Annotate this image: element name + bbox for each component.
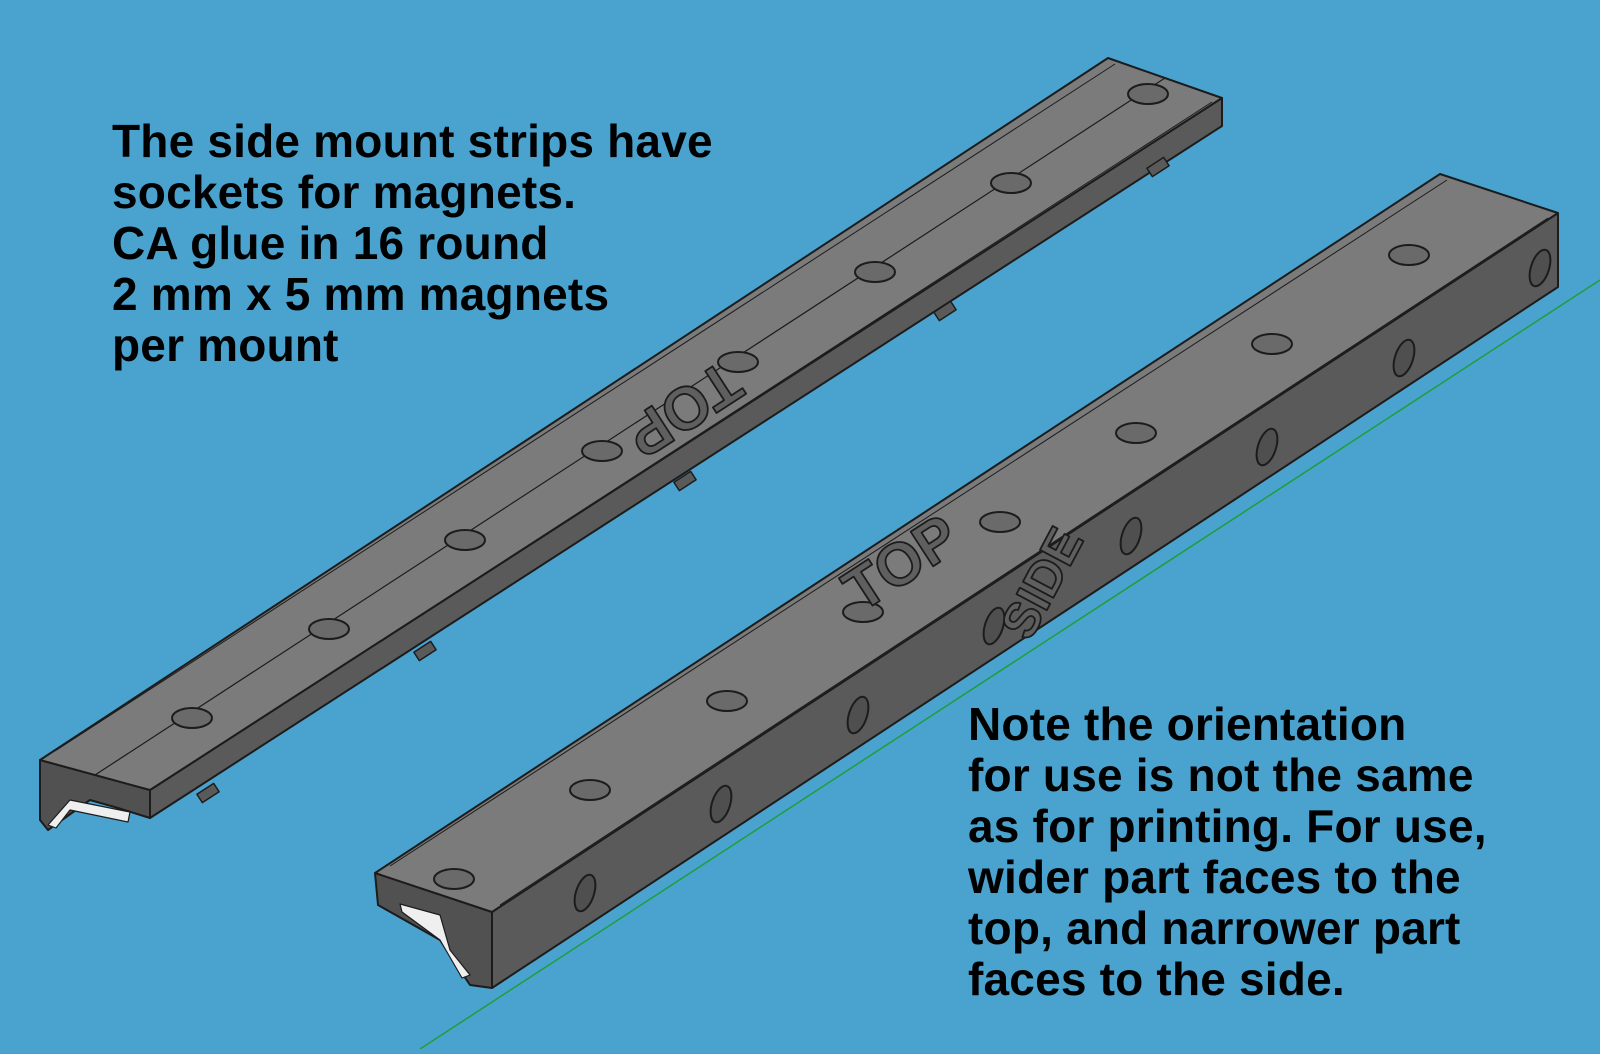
bottom-tab (1146, 156, 1170, 178)
magnet-socket (717, 351, 759, 373)
strip-2-chamfer-line (389, 179, 1448, 867)
magnet-socket (171, 707, 213, 729)
magnet-socket (979, 511, 1021, 533)
magnet-socket (1251, 333, 1293, 355)
bottom-tab (933, 300, 957, 322)
magnet-socket (1255, 427, 1279, 467)
strip-1-top-face (39, 57, 1223, 791)
magnet-socket (842, 601, 884, 623)
magnet-socket-caption: The side mount strips have sockets for m… (112, 115, 713, 371)
magnet-socket (444, 529, 486, 551)
strip-1-chamfer-line-2 (159, 101, 1213, 785)
orientation-note-caption: Note the orientation for use is not the … (968, 698, 1487, 1005)
strip-1-magnet-sockets (171, 83, 1169, 729)
bottom-tab (196, 782, 220, 804)
magnet-socket (1127, 83, 1169, 105)
strip-1-bottom-tabs (196, 156, 1170, 804)
magnet-socket (709, 784, 733, 824)
side-mount-strip-1: TOP (39, 57, 1223, 831)
magnet-socket (308, 618, 350, 640)
magnet-socket (846, 695, 870, 735)
strip-1-chamfer-line (54, 63, 1116, 752)
strip-2-side-magnet-sockets (573, 248, 1552, 913)
magnet-socket (1528, 248, 1552, 288)
magnet-socket (1115, 422, 1157, 444)
magnet-socket (1119, 516, 1143, 556)
ground-line (419, 279, 1600, 1050)
magnet-socket (854, 261, 896, 283)
magnet-socket (982, 606, 1006, 646)
strip-2-top-magnet-sockets (433, 244, 1430, 890)
magnet-socket (433, 868, 475, 890)
strip-2-top-face (374, 173, 1559, 913)
magnet-socket (1388, 244, 1430, 266)
magnet-socket (573, 873, 597, 913)
magnet-socket (990, 172, 1032, 194)
bottom-tab (673, 470, 697, 492)
bottom-tab (413, 640, 437, 662)
magnet-socket (569, 779, 611, 801)
strip-1-channel-highlight (47, 799, 131, 829)
strip-1-groove (94, 77, 1166, 776)
magnet-socket (581, 440, 623, 462)
strip-2-channel-highlight (399, 903, 471, 979)
magnet-socket (706, 690, 748, 712)
strip-2-chamfer-line-2 (499, 217, 1549, 906)
magnet-socket (1392, 338, 1416, 378)
